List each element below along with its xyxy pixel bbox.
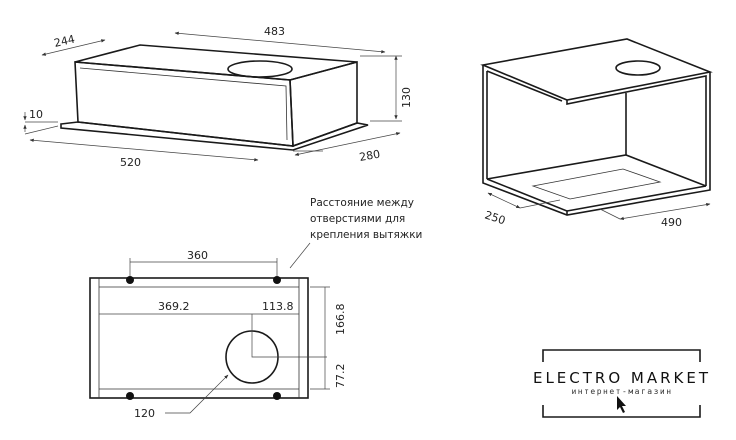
note-line-2: отверстиями для bbox=[310, 213, 405, 225]
hood-flange bbox=[60, 121, 369, 151]
dim-depth-top: 244 bbox=[53, 33, 76, 50]
dim-width-top: 483 bbox=[264, 25, 285, 38]
dim-depth-bottom: 280 bbox=[358, 148, 381, 164]
cabinet-isometric-view: 250 490 bbox=[480, 38, 713, 229]
dim-bottom: 77.2 bbox=[334, 364, 347, 389]
logo-title: ELECTRO MARKET bbox=[533, 369, 711, 387]
note-line-1: Расстояние между bbox=[310, 197, 414, 209]
dim-height: 130 bbox=[400, 87, 413, 108]
dim-left: 369.2 bbox=[158, 300, 190, 313]
cabinet-top-panel bbox=[480, 38, 713, 101]
dim-top: 166.8 bbox=[334, 304, 347, 336]
dim-hole-spacing: 360 bbox=[187, 249, 208, 262]
mounting-hole bbox=[273, 392, 281, 400]
mounting-hole bbox=[273, 276, 281, 284]
dim-diameter: 120 bbox=[134, 407, 155, 420]
note-line-3: крепления вытяжки bbox=[310, 229, 422, 241]
hood-side-face bbox=[289, 60, 358, 148]
mounting-plan-view: 360 369.2 113.8 166.8 77.2 120 Расстояни… bbox=[89, 197, 422, 420]
dim-right: 113.8 bbox=[262, 300, 294, 313]
hood-top-face bbox=[74, 44, 358, 81]
mounting-hole bbox=[126, 392, 134, 400]
hood-duct-hole bbox=[227, 60, 293, 78]
plan-outline bbox=[89, 277, 309, 399]
dim-width-bottom: 520 bbox=[120, 156, 141, 169]
cursor-icon bbox=[617, 396, 626, 413]
dim-cabinet-width: 490 bbox=[661, 216, 682, 229]
dim-cabinet-depth: 250 bbox=[483, 208, 507, 227]
cabinet-duct-hole bbox=[615, 60, 661, 76]
dim-flange: 10 bbox=[29, 108, 43, 121]
logo-subtitle: интернет-магазин bbox=[571, 387, 672, 396]
electro-market-logo: ELECTRO MARKET интернет-магазин bbox=[533, 349, 711, 418]
hood-isometric-view: 483 244 130 10 520 280 bbox=[23, 25, 413, 169]
mounting-hole bbox=[126, 276, 134, 284]
